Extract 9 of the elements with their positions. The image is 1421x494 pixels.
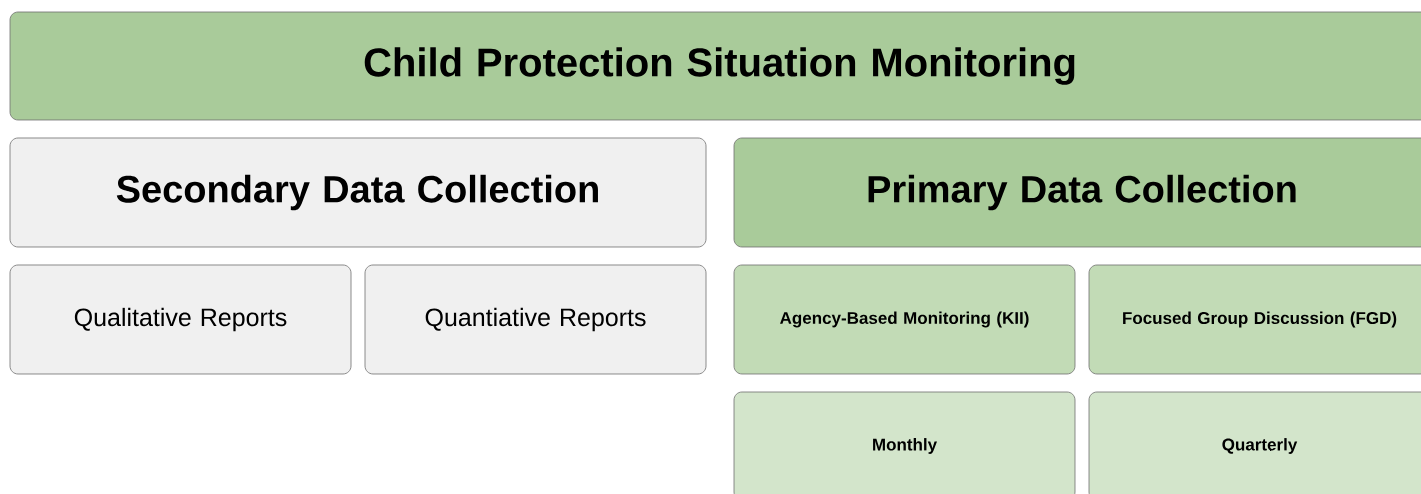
- category-box: Secondary Data Collection: [9, 137, 707, 248]
- item-box: Quarterly: [1088, 391, 1421, 494]
- title-box: Child Protection Situation Monitoring: [9, 11, 1421, 121]
- item-box: Qualitative Reports: [9, 264, 352, 375]
- category-box: Primary Data Collection: [733, 137, 1421, 248]
- item-box: Focused Group Discussion (FGD): [1088, 264, 1421, 375]
- item-box: Quantiative Reports: [364, 264, 707, 375]
- item-box: Agency-Based Monitoring (KII): [733, 264, 1076, 375]
- item-box: Monthly: [733, 391, 1076, 494]
